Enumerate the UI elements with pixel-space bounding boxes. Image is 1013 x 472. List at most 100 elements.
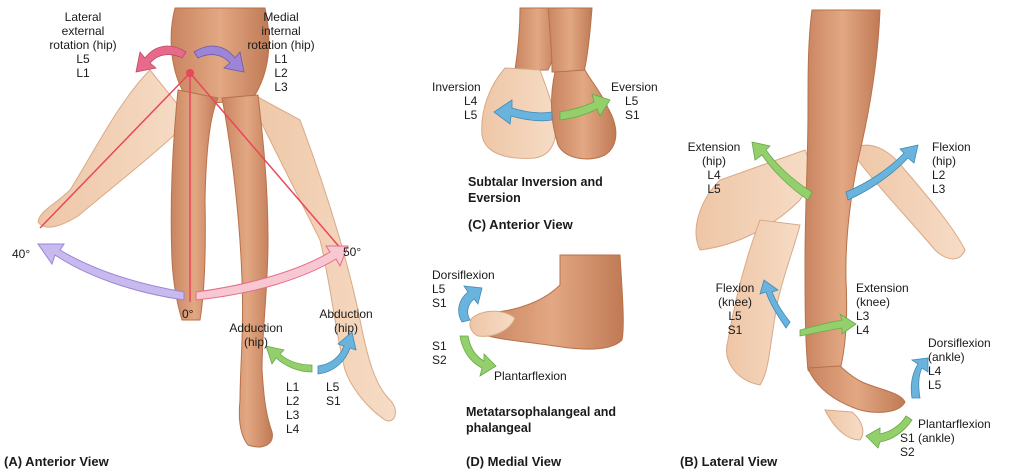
ankle-plantarflexion-joint: S1 (ankle) bbox=[900, 431, 991, 445]
hip-extension-joint: (hip) bbox=[676, 154, 752, 168]
inversion-label: Inversion L4 L5 bbox=[432, 80, 481, 122]
knee-extension-joint: (knee) bbox=[856, 295, 909, 309]
main-foot bbox=[808, 366, 905, 412]
adduction-line1: Adduction bbox=[214, 321, 298, 335]
hip-flexion-label: Flexion (hip) L2 L3 bbox=[932, 140, 971, 196]
hip-extension-root-2: L5 bbox=[676, 182, 752, 196]
panel-b-lateral-view bbox=[696, 10, 965, 448]
panel-d-title: (D) Medial View bbox=[466, 455, 561, 469]
eversion-root-1: L5 bbox=[611, 94, 658, 108]
ankle-right bbox=[548, 8, 592, 72]
ankle-plantarflexion-label: Plantarflexion S1 (ankle) S2 bbox=[918, 417, 991, 459]
leg-right bbox=[222, 95, 272, 447]
ankle-dorsiflexion-label: Dorsiflexion (ankle) L4 L5 bbox=[928, 336, 991, 392]
pale-foot-lower bbox=[825, 410, 863, 440]
range-line-40 bbox=[40, 73, 190, 228]
ankle-dorsiflexion-title: Dorsiflexion bbox=[928, 336, 991, 350]
adduction-roots: L1 L2 L3 L4 bbox=[286, 380, 299, 436]
subtalar-caption: Subtalar Inversion and Eversion bbox=[468, 174, 603, 206]
knee-extension-title: Extension bbox=[856, 281, 909, 295]
mtp-plantar-root-1: S1 bbox=[432, 339, 447, 353]
mtp-caption-line1: Metatarsophalangeal and bbox=[466, 404, 616, 420]
subtalar-caption-line2: Eversion bbox=[468, 190, 603, 206]
angle-50-label: 50° bbox=[343, 245, 361, 259]
knee-flexion-root-2: S1 bbox=[700, 323, 770, 337]
ankle-dorsiflexion-root-1: L4 bbox=[928, 364, 991, 378]
knee-flexion-root-1: L5 bbox=[700, 309, 770, 323]
mtp-plantarflexion-label: Plantarflexion bbox=[494, 369, 567, 383]
adduction-root-2: L2 bbox=[286, 394, 299, 408]
hip-extension-title: Extension bbox=[676, 140, 752, 154]
medial-rotation-root-3: L3 bbox=[236, 80, 326, 94]
hip-flexion-joint: (hip) bbox=[932, 154, 971, 168]
mtp-dorsiflexion-title: Dorsiflexion bbox=[432, 268, 495, 282]
ankle-dorsiflexion-root-2: L5 bbox=[928, 378, 991, 392]
subtalar-caption-line1: Subtalar Inversion and bbox=[468, 174, 603, 190]
inversion-root-1: L4 bbox=[432, 94, 481, 108]
inversion-root-2: L5 bbox=[432, 108, 481, 122]
medial-rotation-root-2: L2 bbox=[236, 66, 326, 80]
mtp-caption-line2: phalangeal bbox=[466, 420, 616, 436]
eversion-root-2: S1 bbox=[611, 108, 658, 122]
mtp-plantarflexion-arrow bbox=[460, 336, 496, 376]
hip-extension-root-1: L4 bbox=[676, 168, 752, 182]
adduction-root-3: L3 bbox=[286, 408, 299, 422]
lateral-rotation-label: Lateral external rotation (hip) L5 L1 bbox=[38, 10, 128, 80]
leg-left bbox=[171, 90, 218, 320]
pale-leg-left bbox=[38, 70, 190, 227]
hip-flexion-title: Flexion bbox=[932, 140, 971, 154]
medial-rotation-line1: Medial bbox=[236, 10, 326, 24]
adduction-label: Adduction (hip) bbox=[214, 321, 298, 349]
medial-rotation-line2: internal bbox=[236, 24, 326, 38]
adduction-line2: (hip) bbox=[214, 335, 298, 349]
hip-flexion-root-2: L3 bbox=[932, 182, 971, 196]
abduction-line1: Abduction bbox=[306, 307, 386, 321]
adduction-root-4: L4 bbox=[286, 422, 299, 436]
lateral-rotation-root-2: L1 bbox=[38, 66, 128, 80]
medial-rotation-root-1: L1 bbox=[236, 52, 326, 66]
mtp-dorsiflexion-root-2: S1 bbox=[432, 296, 495, 310]
angle-40-label: 40° bbox=[12, 247, 30, 261]
medial-rotation-label: Medial internal rotation (hip) L1 L2 L3 bbox=[236, 10, 326, 94]
abduction-line2: (hip) bbox=[306, 321, 386, 335]
knee-extension-root-1: L3 bbox=[856, 309, 909, 323]
abduction-roots: L5 S1 bbox=[326, 380, 341, 408]
eversion-title: Eversion bbox=[611, 80, 658, 94]
panel-b-title: (B) Lateral View bbox=[680, 455, 777, 469]
abduction-label: Abduction (hip) bbox=[306, 307, 386, 335]
ankle-dorsiflexion-arrow bbox=[911, 358, 928, 398]
lateral-rotation-line2: external bbox=[38, 24, 128, 38]
mtp-dorsiflexion-label: Dorsiflexion L5 S1 bbox=[432, 268, 495, 310]
abduction-root-1: L5 bbox=[326, 380, 341, 394]
lateral-rotation-line1: Lateral bbox=[38, 10, 128, 24]
angle-0-label: 0° bbox=[182, 307, 193, 321]
adduction-arrow bbox=[266, 346, 312, 372]
foot-medial bbox=[482, 255, 624, 349]
knee-flexion-title: Flexion bbox=[700, 281, 770, 295]
ankle-plantarflexion-root-2: S2 bbox=[900, 445, 991, 459]
mtp-dorsiflexion-root-1: L5 bbox=[432, 282, 495, 296]
knee-extension-label: Extension (knee) L3 L4 bbox=[856, 281, 909, 337]
mtp-plantar-root-2: S2 bbox=[432, 353, 447, 367]
abduction-root-2: S1 bbox=[326, 394, 341, 408]
knee-extension-root-2: L4 bbox=[856, 323, 909, 337]
panel-c-title: (C) Anterior View bbox=[468, 218, 573, 232]
inversion-title: Inversion bbox=[432, 80, 481, 94]
knee-flexion-label: Flexion (knee) L5 S1 bbox=[700, 281, 770, 337]
hip-extension-label: Extension (hip) L4 L5 bbox=[676, 140, 752, 196]
panel-c-anterior-view bbox=[482, 8, 616, 159]
lateral-rotation-root-1: L5 bbox=[38, 52, 128, 66]
hip-flexion-root-1: L2 bbox=[932, 168, 971, 182]
mtp-caption: Metatarsophalangeal and phalangeal bbox=[466, 404, 616, 436]
range-arrow-40 bbox=[38, 244, 184, 300]
adduction-root-1: L1 bbox=[286, 380, 299, 394]
ankle-dorsiflexion-joint: (ankle) bbox=[928, 350, 991, 364]
lateral-rotation-line3: rotation (hip) bbox=[38, 38, 128, 52]
medial-rotation-line3: rotation (hip) bbox=[236, 38, 326, 52]
panel-a-title: (A) Anterior View bbox=[4, 455, 109, 469]
ankle-plantarflexion-title: Plantarflexion bbox=[918, 417, 991, 431]
mtp-plantar-roots: S1 S2 bbox=[432, 339, 447, 367]
eversion-label: Eversion L5 S1 bbox=[611, 80, 658, 122]
knee-flexion-joint: (knee) bbox=[700, 295, 770, 309]
